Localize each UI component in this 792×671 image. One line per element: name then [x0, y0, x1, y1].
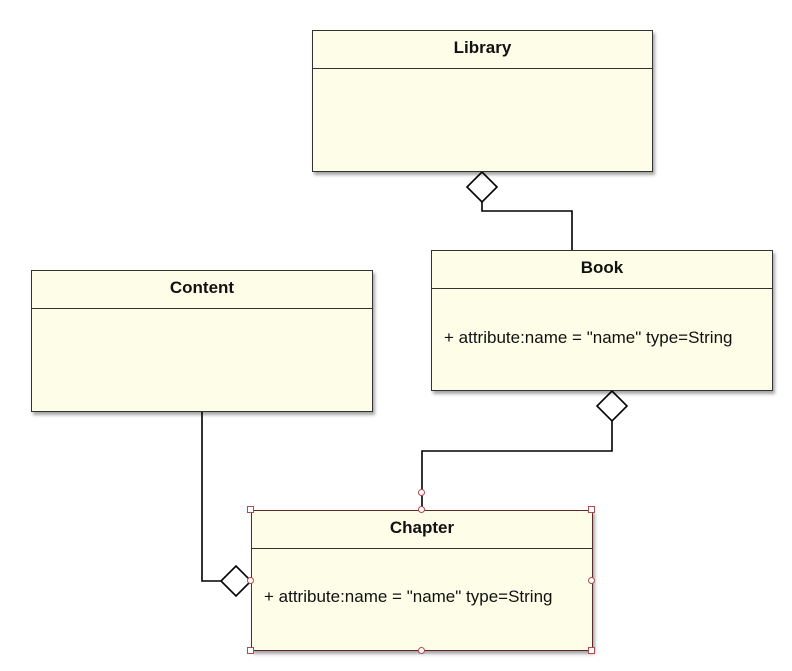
- resize-handle-top-left[interactable]: [247, 506, 254, 513]
- connector-library-book[interactable]: [481, 202, 573, 250]
- class-content-title: Content: [32, 271, 372, 309]
- class-library-title: Library: [313, 31, 652, 69]
- class-book-attributes: + attribute:name = "name" type=String: [432, 289, 772, 390]
- class-library[interactable]: Library: [312, 30, 653, 172]
- class-book-attribute: + attribute:name = "name" type=String: [444, 328, 733, 347]
- aggregation-diamond-library: [465, 170, 499, 204]
- class-content[interactable]: Content: [31, 270, 373, 412]
- connection-point-left[interactable]: [247, 577, 254, 584]
- class-book-title: Book: [432, 251, 772, 289]
- class-chapter-attribute: + attribute:name = "name" type=String: [264, 587, 553, 606]
- connector-book-chapter[interactable]: [421, 421, 613, 510]
- class-book[interactable]: Book + attribute:name = "name" type=Stri…: [431, 250, 773, 391]
- class-library-attributes: [313, 69, 652, 171]
- aggregation-diamond-book: [595, 389, 629, 423]
- resize-handle-top-right[interactable]: [588, 506, 595, 513]
- class-content-attributes: [32, 309, 372, 411]
- connector-content-chapter[interactable]: [201, 412, 221, 582]
- connection-point-top[interactable]: [418, 506, 425, 513]
- class-chapter-title: Chapter: [252, 511, 592, 549]
- connection-point-bottom[interactable]: [418, 647, 425, 654]
- resize-handle-bottom-right[interactable]: [588, 647, 595, 654]
- connection-point-right[interactable]: [588, 577, 595, 584]
- class-chapter-attributes: + attribute:name = "name" type=String: [252, 549, 592, 650]
- resize-handle-bottom-left[interactable]: [247, 647, 254, 654]
- class-chapter[interactable]: Chapter + attribute:name = "name" type=S…: [251, 510, 593, 651]
- connector-endpoint-handle[interactable]: [418, 489, 425, 496]
